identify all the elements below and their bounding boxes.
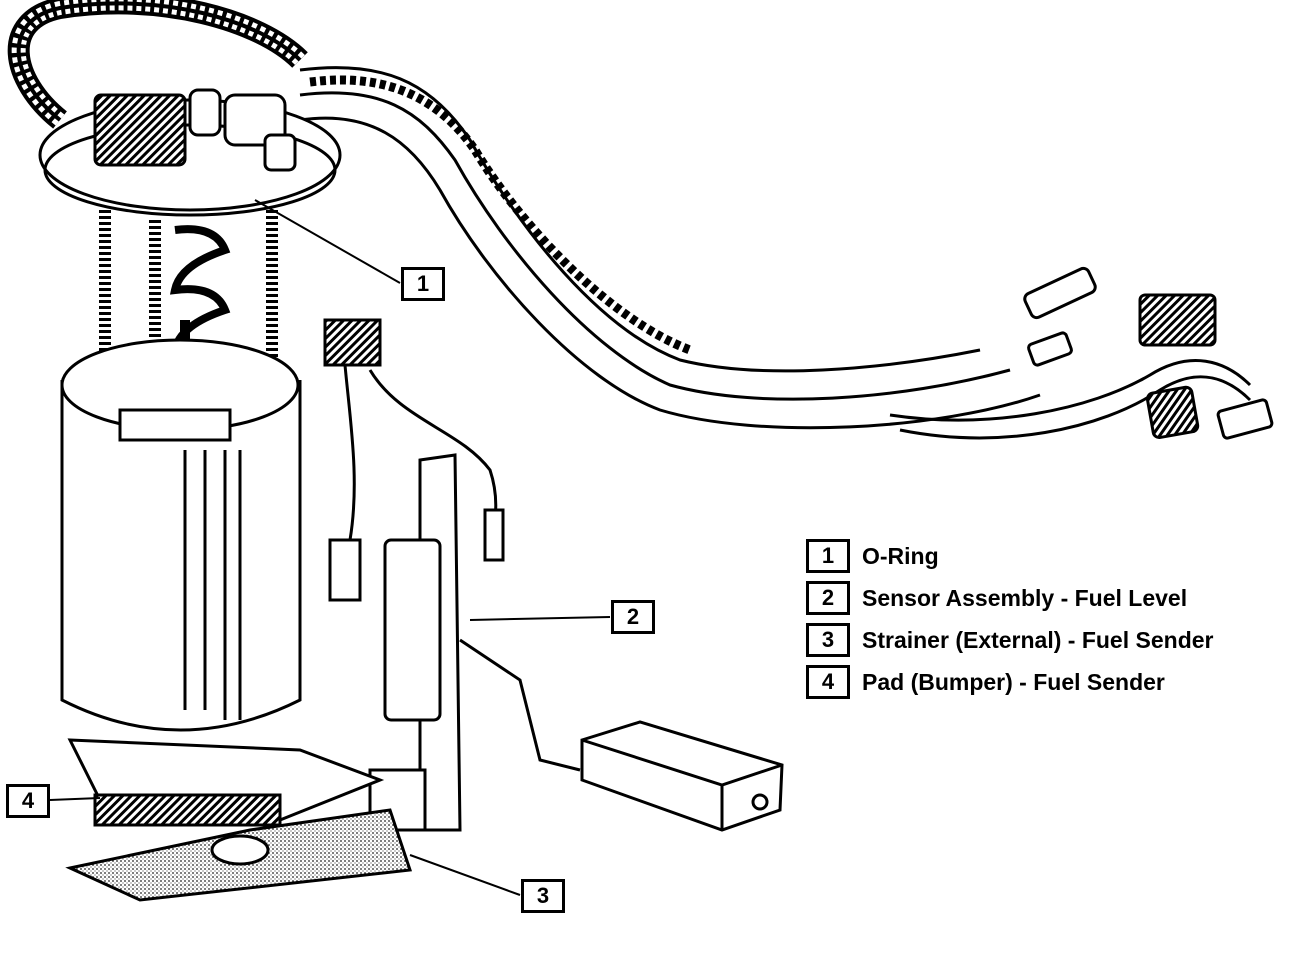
callout-4: 4 — [6, 784, 50, 818]
fuel-lines — [299, 66, 1252, 440]
legend-item: 4 Pad (Bumper) - Fuel Sender — [806, 661, 1213, 703]
callout-3: 3 — [521, 879, 565, 913]
legend-item: 3 Strainer (External) - Fuel Sender — [806, 619, 1213, 661]
fuel-reservoir — [60, 338, 302, 732]
wiring-loom — [7, 0, 308, 129]
module-flange — [38, 88, 342, 217]
legend-number: 2 — [806, 581, 850, 615]
line-connectors — [1023, 266, 1274, 440]
legend-item: 1 O-Ring — [806, 535, 1213, 577]
legend-number: 1 — [806, 539, 850, 573]
legend-number: 3 — [806, 623, 850, 657]
legend-item: 2 Sensor Assembly - Fuel Level — [806, 577, 1213, 619]
fuel-level-sensor — [368, 453, 784, 832]
legend-label: Sensor Assembly - Fuel Level — [862, 584, 1188, 611]
legend: 1 O-Ring 2 Sensor Assembly - Fuel Level … — [806, 535, 1213, 703]
callout-1: 1 — [401, 267, 445, 301]
legend-number: 4 — [806, 665, 850, 699]
legend-label: Strainer (External) - Fuel Sender — [862, 626, 1214, 653]
sensor-wiring — [323, 318, 505, 602]
legend-label: O-Ring — [862, 542, 939, 569]
callout-2: 2 — [611, 600, 655, 634]
leader-lines — [49, 199, 611, 896]
strainer — [65, 738, 413, 902]
legend-label: Pad (Bumper) - Fuel Sender — [862, 668, 1165, 695]
